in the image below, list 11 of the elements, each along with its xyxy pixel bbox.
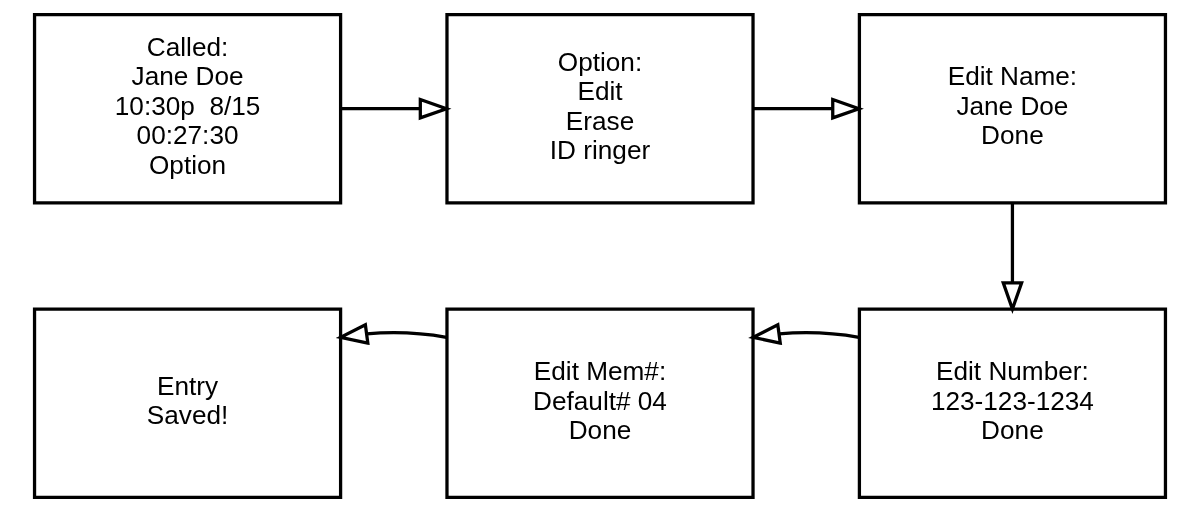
node-box: Edit Mem#: Default# 04 Done xyxy=(444,307,755,500)
arrow xyxy=(747,322,859,346)
arrow xyxy=(752,97,864,121)
arrow xyxy=(335,322,447,346)
node-box: Edit Name: Jane Doe Done xyxy=(857,12,1167,205)
arrow xyxy=(1000,203,1024,314)
node-box: Entry Saved! xyxy=(32,307,342,500)
node-box: Edit Number: 123-123-1234 Done xyxy=(857,307,1167,500)
node-box: Called: Jane Doe 10:30p 8/15 00:27:30 Option xyxy=(32,12,342,205)
arrow xyxy=(340,97,451,121)
node-box: Option: Edit Erase ID ringer xyxy=(444,12,755,205)
